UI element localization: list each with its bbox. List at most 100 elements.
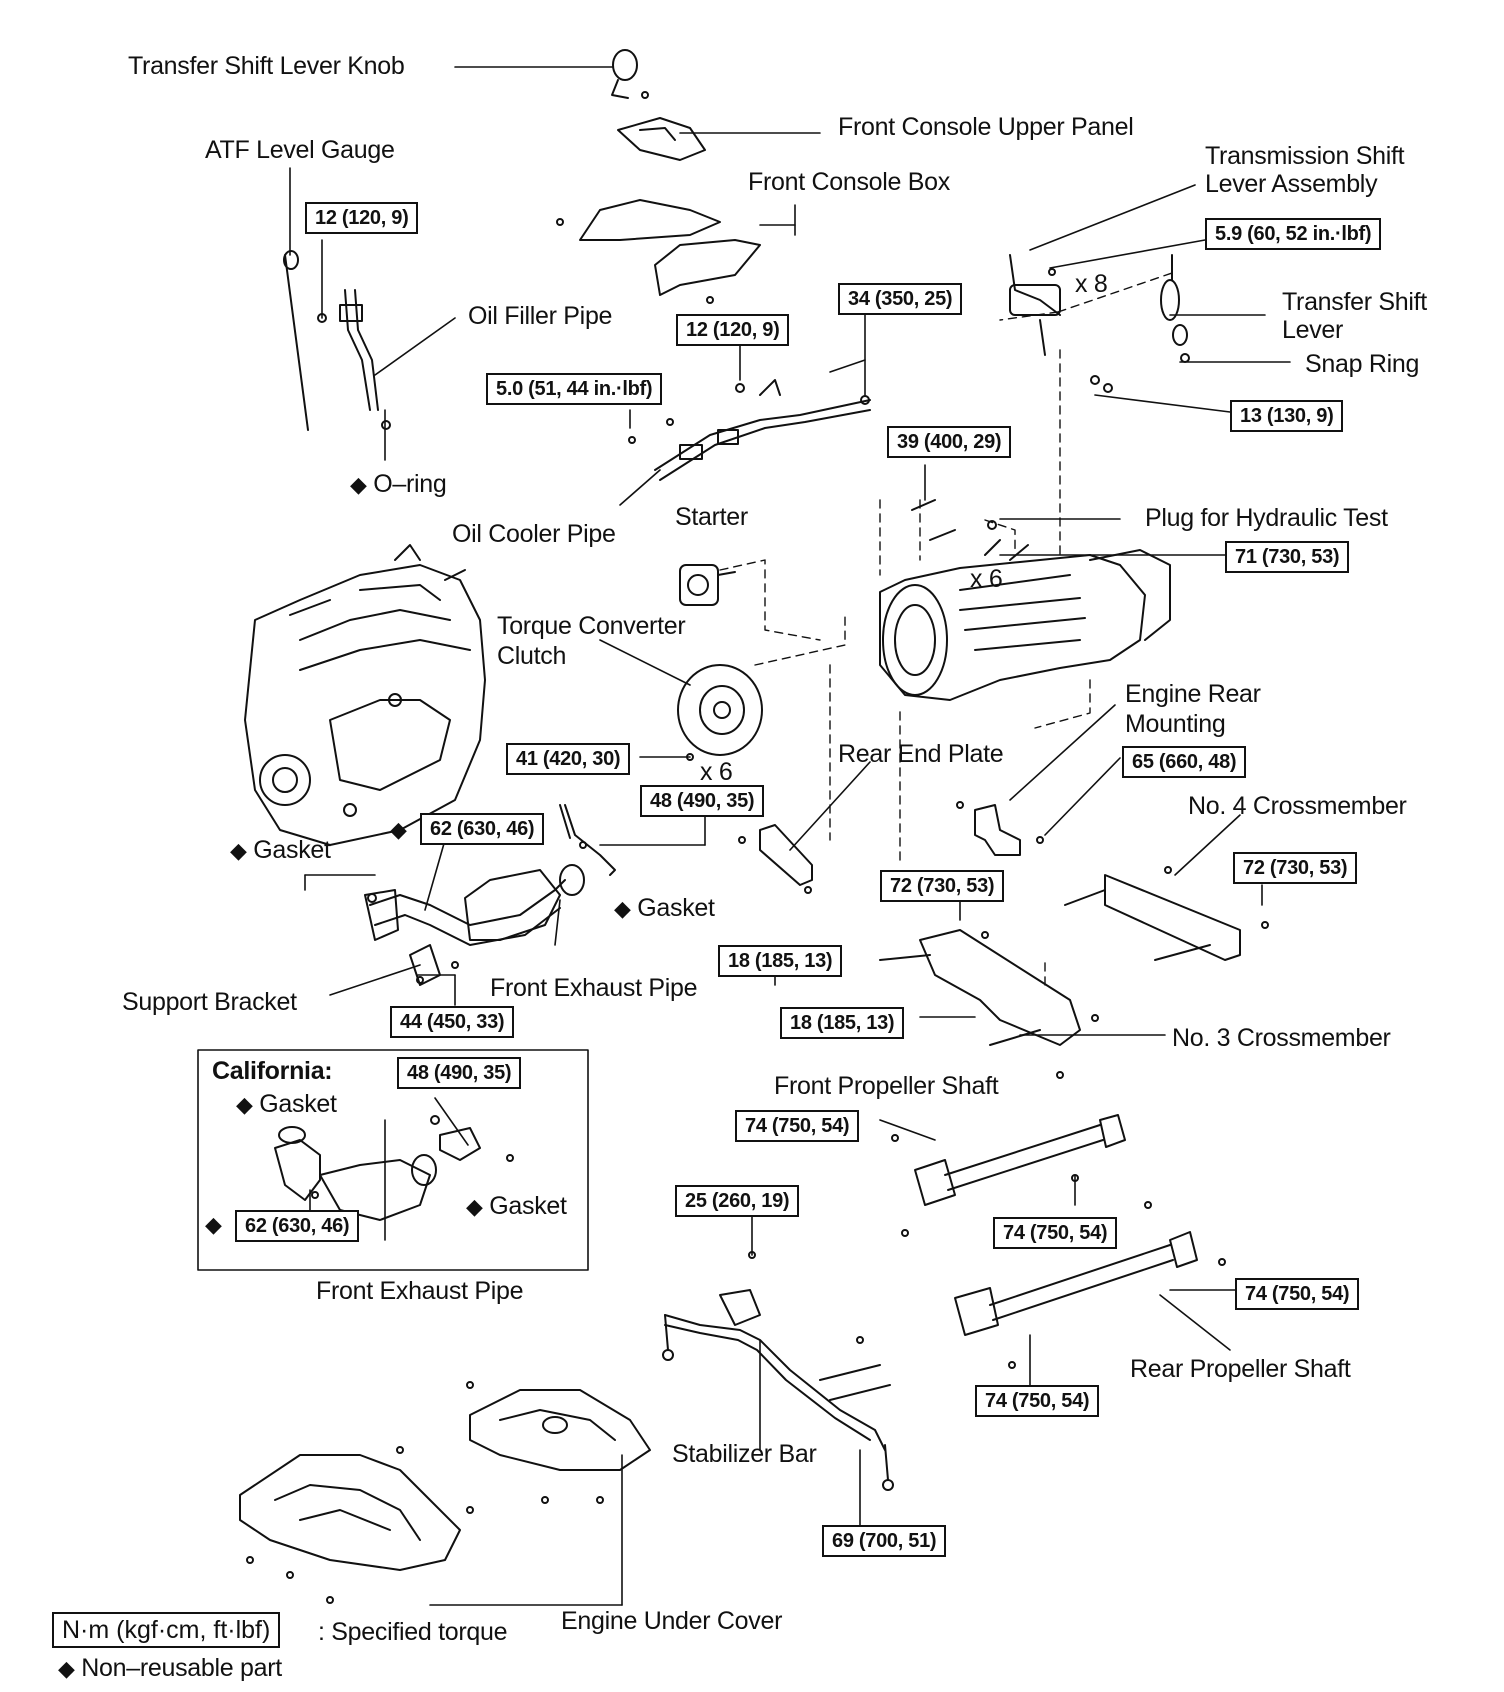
- front-console-upper-panel-art: [617, 117, 706, 161]
- legend-units-box: N·m (kgf·cm, ft·lbf): [52, 1612, 281, 1648]
- diamond-icon: ◆: [205, 1212, 222, 1237]
- rear-propeller-shaft-label: Rear Propeller Shaft: [1130, 1355, 1351, 1383]
- transfer-shift-lever-label-1: Transfer Shift: [1282, 288, 1427, 316]
- front-console-box-label: Front Console Box: [748, 168, 950, 196]
- gasket-left-text: Gasket: [253, 836, 331, 864]
- legend-non-reusable-text: Non–reusable part: [81, 1654, 282, 1682]
- oil-filler-pipe-art: [317, 289, 391, 430]
- transmission-shift-lever-assembly-label-2: Lever Assembly: [1205, 170, 1378, 198]
- front-propeller-shaft-art: [891, 1071, 1126, 1237]
- california-label: California:: [212, 1057, 333, 1085]
- torque-box: 44 (450, 33): [390, 1006, 515, 1038]
- torque-box: 69 (700, 51): [822, 1525, 947, 1557]
- diamond-icon: ◆: [390, 817, 407, 842]
- torque-box: 18 (185, 13): [780, 1007, 905, 1039]
- transfer-shift-lever-knob-art: [611, 49, 649, 99]
- engine-rear-mounting-art: [956, 801, 1044, 856]
- diamond-62b-marker: ◆: [205, 1210, 222, 1239]
- torque-converter-art: [677, 664, 763, 761]
- torque-box: 12 (120, 9): [305, 202, 419, 234]
- x6-upper-label: x 6: [970, 565, 1003, 593]
- stabilizer-bar-label: Stabilizer Bar: [672, 1440, 817, 1468]
- gasket-ca-label-2: ◆ Gasket: [466, 1192, 567, 1221]
- torque-box: 41 (420, 30): [506, 743, 631, 775]
- diamond-icon: ◆: [614, 896, 631, 921]
- o-ring-label: ◆ O–ring: [350, 470, 447, 499]
- no3-crossmember-label: No. 3 Crossmember: [1172, 1024, 1391, 1052]
- engine-under-cover-label: Engine Under Cover: [561, 1607, 783, 1635]
- oil-cooler-pipe-label: Oil Cooler Pipe: [452, 520, 616, 548]
- diamond-icon: ◆: [230, 838, 247, 863]
- transmission-art: [879, 499, 1171, 701]
- torque-box: 18 (185, 13): [718, 945, 843, 977]
- torque-box: 62 (630, 46): [420, 813, 545, 845]
- front-exhaust-pipe-label: Front Exhaust Pipe: [490, 974, 698, 1002]
- torque-box: 25 (260, 19): [675, 1185, 800, 1217]
- oil-filler-pipe-label: Oil Filler Pipe: [468, 302, 613, 330]
- torque-box: 72 (730, 53): [880, 870, 1005, 902]
- legend-non-reusable: ◆ Non–reusable part: [58, 1654, 282, 1683]
- diamond-icon: ◆: [58, 1656, 75, 1681]
- transmission-shift-lever-art: [1009, 254, 1113, 393]
- gasket-ca-text-2: Gasket: [489, 1192, 567, 1220]
- torque-box: 5.9 (60, 52 in.·lbf): [1205, 218, 1382, 250]
- torque-box: 62 (630, 46): [235, 1210, 360, 1242]
- snap-ring-label: Snap Ring: [1305, 350, 1420, 378]
- front-exhaust-pipe-ca-label: Front Exhaust Pipe: [316, 1277, 524, 1305]
- front-propeller-shaft-label: Front Propeller Shaft: [774, 1072, 999, 1100]
- starter-label: Starter: [675, 503, 748, 531]
- front-console-upper-panel-label: Front Console Upper Panel: [838, 113, 1134, 141]
- atf-level-gauge-art: [283, 250, 309, 431]
- gasket-ca-label-1: ◆ Gasket: [236, 1090, 337, 1119]
- engine-under-cover-art: [239, 1381, 651, 1604]
- engine-art: [244, 544, 486, 846]
- diamond-icon: ◆: [350, 472, 367, 497]
- assembly-guides: [719, 271, 1176, 986]
- stabilizer-bar-art: [662, 1251, 894, 1491]
- support-bracket-label: Support Bracket: [122, 988, 297, 1016]
- transmission-shift-lever-assembly-label-1: Transmission Shift: [1205, 142, 1405, 170]
- torque-box: 13 (130, 9): [1230, 400, 1344, 432]
- torque-box: 12 (120, 9): [676, 314, 790, 346]
- torque-converter-clutch-label-1: Torque Converter: [497, 612, 686, 640]
- engine-rear-mounting-label-2: Mounting: [1125, 710, 1226, 738]
- no4-crossmember-art: [1064, 866, 1269, 961]
- legend-specified-torque: : Specified torque: [318, 1618, 508, 1646]
- transfer-shift-lever-art: [1160, 254, 1190, 363]
- diamond-62a-marker: ◆: [390, 815, 407, 844]
- torque-box: 48 (490, 35): [640, 785, 765, 817]
- gasket-mid-text: Gasket: [637, 894, 715, 922]
- torque-converter-clutch-label-2: Clutch: [497, 642, 567, 670]
- gasket-left-label: ◆ Gasket: [230, 836, 331, 865]
- torque-box: 72 (730, 53): [1233, 852, 1358, 884]
- gasket-mid-label: ◆ Gasket: [614, 894, 715, 923]
- rear-end-plate-art: [738, 824, 813, 894]
- torque-box: 34 (350, 25): [838, 283, 963, 315]
- no4-crossmember-label: No. 4 Crossmember: [1188, 792, 1407, 820]
- front-exhaust-pipe-art: [364, 804, 616, 946]
- plug-hydraulic-test-label: Plug for Hydraulic Test: [1145, 504, 1388, 532]
- torque-box: 74 (750, 54): [1235, 1278, 1360, 1310]
- torque-box: 48 (490, 35): [397, 1057, 522, 1089]
- torque-box: 39 (400, 29): [887, 426, 1012, 458]
- no3-crossmember-art: [879, 929, 1099, 1046]
- starter-art: [679, 564, 736, 606]
- engine-rear-mounting-label-1: Engine Rear: [1125, 680, 1261, 708]
- front-console-box-art: [556, 199, 761, 304]
- diamond-icon: ◆: [466, 1194, 483, 1219]
- gasket-ca-text-1: Gasket: [259, 1090, 337, 1118]
- diamond-icon: ◆: [236, 1092, 253, 1117]
- transfer-shift-lever-knob-label: Transfer Shift Lever Knob: [128, 52, 405, 80]
- x6-lower-label: x 6: [700, 758, 733, 786]
- atf-level-gauge-label: ATF Level Gauge: [205, 136, 395, 164]
- support-bracket-art: [409, 944, 459, 986]
- rear-propeller-shaft-art: [954, 1201, 1226, 1369]
- torque-box: 65 (660, 48): [1122, 746, 1247, 778]
- torque-box: 71 (730, 53): [1225, 541, 1350, 573]
- transfer-shift-lever-label-2: Lever: [1282, 316, 1344, 344]
- torque-box: 74 (750, 54): [735, 1110, 860, 1142]
- torque-box: 74 (750, 54): [975, 1385, 1100, 1417]
- o-ring-text: O–ring: [373, 470, 447, 498]
